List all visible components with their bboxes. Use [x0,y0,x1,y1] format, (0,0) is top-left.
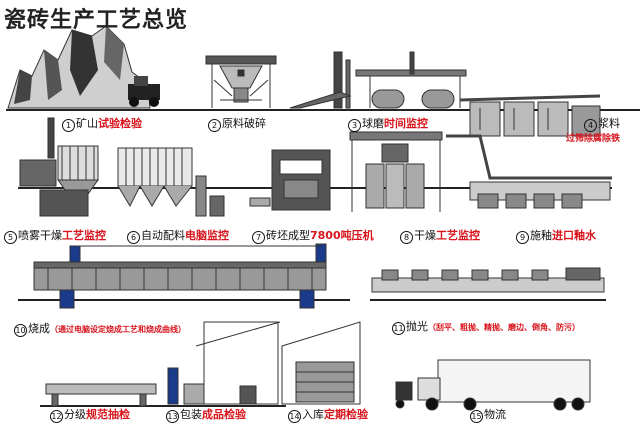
step-name: 包装 [180,408,202,421]
step-number: 1 [62,119,75,132]
warehouse-icon [282,322,360,404]
kiln-icon [18,244,350,308]
spray-dryer-icon [20,118,98,216]
step-name: 浆料 [598,117,620,130]
mine-rocks-icon [8,26,160,108]
polishing-line-icon [370,268,606,300]
step-note: （刮平、粗抛、精抛、磨边、倒角、防污） [428,323,580,332]
truck-icon [396,360,590,410]
step-name: 入库 [302,408,324,421]
step-note: 定期检验 [324,408,368,421]
step-note: 规范抽检 [86,408,130,421]
step-note: 工艺监控 [62,229,106,242]
step-number: 5 [4,231,17,244]
ball-mill-icon [290,52,466,108]
step-number: 14 [288,410,301,423]
step-number: 12 [50,410,63,423]
step-note: 电脑监控 [185,229,229,242]
step-number: 11 [392,322,405,335]
step-note: 工艺监控 [436,229,480,242]
step-name: 烧成 [28,322,50,335]
step-number: 2 [208,119,221,132]
step-name: 球磨 [362,117,384,130]
step-number: 15 [470,410,483,423]
press-machine-icon [250,150,330,210]
dryer-tower-icon [350,132,442,212]
step-number: 13 [166,410,179,423]
step-number: 7 [252,231,265,244]
step-number: 8 [400,231,413,244]
step-number: 3 [348,119,361,132]
crusher-icon [206,56,276,108]
step-name: 原料破碎 [222,117,266,130]
slurry-tanks-icon [460,96,600,136]
step-name: 施釉 [530,229,552,242]
step-name: 自动配料 [141,229,185,242]
batching-silos-icon [118,148,224,216]
glazing-line-icon [446,136,612,208]
step-name: 分级 [64,408,86,421]
step-note: 进口釉水 [552,229,596,242]
grading-line-icon [46,384,156,406]
step-note: 时间监控 [384,117,428,130]
step-name: 抛光 [406,320,428,333]
step-note-4: 过筛除腐除铁 [566,131,620,144]
step-name: 矿山 [76,117,98,130]
page-title: 瓷砖生产工艺总览 [4,2,188,34]
step-number: 10 [14,324,27,337]
step-note: （通过电脑设定烧成工艺和烧成曲线） [50,325,186,334]
step-name: 物流 [484,408,506,421]
step-number: 6 [127,231,140,244]
step-number: 9 [516,231,529,244]
step-note: 试验检验 [98,117,142,130]
step-note: 7800吨压机 [310,229,374,242]
step-name: 砖坯成型 [266,229,310,242]
step-name: 干燥 [414,229,436,242]
step-name: 喷雾干燥 [18,229,62,242]
step-note: 成品检验 [202,408,246,421]
